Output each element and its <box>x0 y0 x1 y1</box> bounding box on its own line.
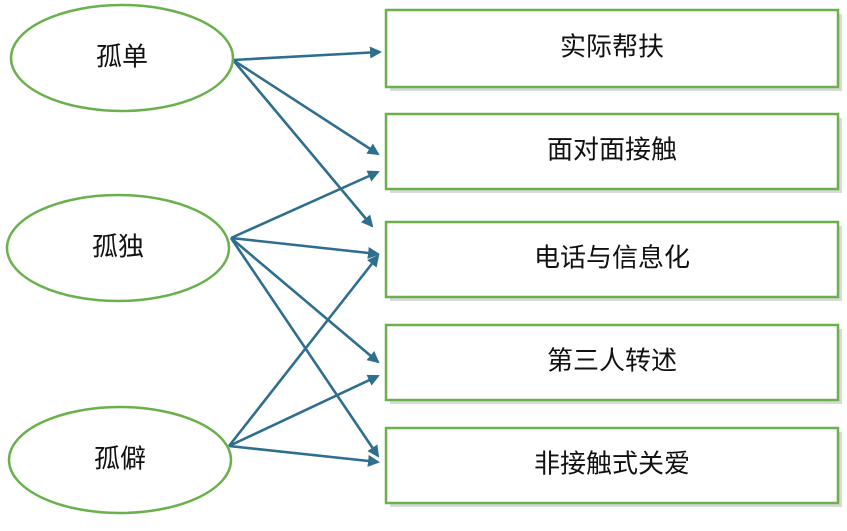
arrow-s2-to-t3 <box>230 236 380 259</box>
target-node-3: 电话与信息化 <box>384 220 842 301</box>
target-node-1: 实际帮扶 <box>384 8 842 91</box>
target-box-4 <box>384 323 840 402</box>
arrow-s3-to-t3 <box>227 254 380 447</box>
source-label-1: 孤单 <box>96 43 148 73</box>
target-box-1 <box>384 8 840 89</box>
target-box-3 <box>384 220 840 299</box>
arrow-s3-to-t4 <box>228 374 380 448</box>
arrow-s1-to-t3 <box>232 59 374 228</box>
source-node-2: 孤独 <box>5 193 231 303</box>
target-label-3: 电话与信息化 <box>534 244 690 274</box>
arrow-s1-to-t2 <box>232 58 380 156</box>
target-label-2: 面对面接触 <box>547 136 677 166</box>
target-box-2 <box>384 112 840 191</box>
arrow-s2-to-t2 <box>230 170 380 240</box>
target-node-5: 非接触式关爱 <box>384 426 842 507</box>
source-node-3: 孤僻 <box>7 405 233 515</box>
arrow-s3-to-t5 <box>228 444 380 467</box>
source-ellipse-3 <box>7 405 233 515</box>
source-ellipse-1 <box>9 3 235 113</box>
source-ellipse-2 <box>5 193 231 303</box>
arrow-s1-to-t1 <box>232 46 382 62</box>
arrow-s2-to-t5 <box>229 237 380 458</box>
source-label-2: 孤独 <box>92 233 144 263</box>
target-label-1: 实际帮扶 <box>560 33 664 63</box>
arrow-s2-to-t4 <box>230 237 380 364</box>
source-label-3: 孤僻 <box>94 445 146 475</box>
target-node-2: 面对面接触 <box>384 112 842 193</box>
target-label-4: 第三人转述 <box>547 347 677 377</box>
target-box-5 <box>384 426 840 505</box>
edges-layer <box>227 46 382 467</box>
target-label-5: 非接触式关爱 <box>534 450 690 480</box>
source-node-1: 孤单 <box>9 3 235 113</box>
nodes-layer: 孤单 孤独 孤僻 实际帮扶 面对面接触 电话与信息化 第 <box>5 3 842 515</box>
target-node-4: 第三人转述 <box>384 323 842 404</box>
